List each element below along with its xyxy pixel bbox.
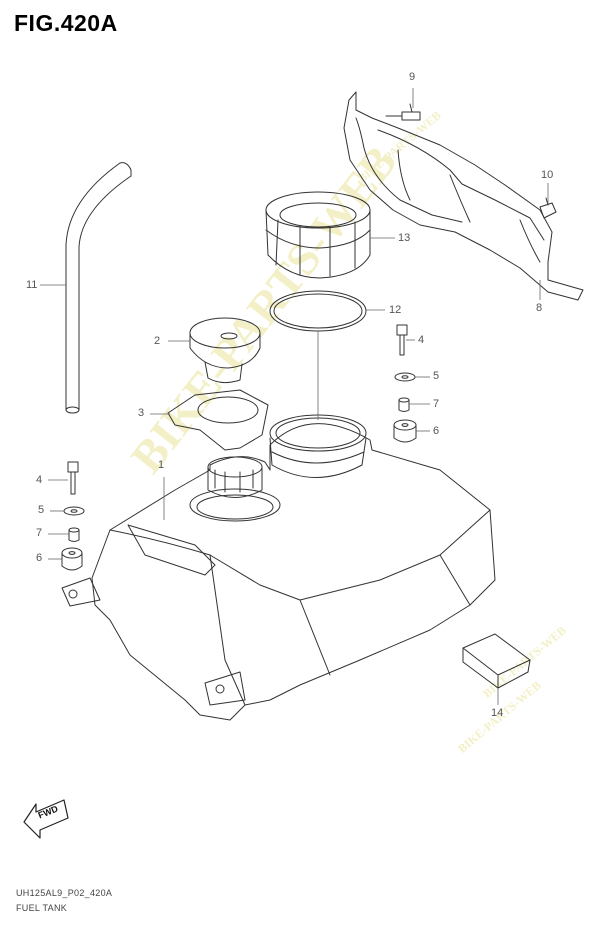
callout-6-left: 6 [36, 552, 43, 564]
callout-11: 11 [26, 279, 38, 291]
part-2-cap [189, 317, 261, 384]
part-7-collar-right [398, 397, 410, 412]
part-4-bolt-right [396, 324, 408, 356]
part-8-cover [343, 91, 584, 301]
figure-name: FUEL TANK [16, 903, 68, 913]
part-13-ring [265, 191, 371, 279]
part-7-collar-left [68, 527, 80, 542]
part-5-washer-right [394, 372, 416, 382]
figure-code: UH125AL9_P02_420A [16, 888, 113, 898]
part-9-screw [385, 103, 421, 121]
callout-4-left: 4 [36, 474, 43, 486]
callout-10: 10 [541, 169, 554, 181]
callout-3: 3 [138, 407, 145, 419]
part-6-cushion-right [393, 419, 417, 443]
fwd-arrow-icon [23, 799, 69, 839]
part-6-cushion-left [61, 547, 83, 571]
callout-14: 14 [491, 707, 504, 719]
callout-9: 9 [409, 71, 416, 83]
callout-5-right: 5 [433, 370, 440, 382]
part-3-cap-base [167, 389, 269, 451]
figure-title: FIG.420A [14, 10, 118, 36]
callout-2: 2 [154, 335, 161, 347]
part-12-oring [269, 290, 367, 332]
part-4-bolt-left [67, 461, 79, 495]
callout-13: 13 [398, 232, 411, 244]
callout-7-left: 7 [36, 527, 43, 539]
part-14-bracket [462, 633, 531, 689]
part-1-tank [61, 414, 496, 721]
callout-4-right: 4 [418, 334, 425, 346]
part-5-washer-left [63, 506, 85, 516]
callout-1: 1 [158, 459, 165, 471]
callout-8: 8 [536, 302, 543, 314]
leader-lines [40, 88, 549, 705]
part-11-hose [65, 162, 132, 414]
callout-5-left: 5 [38, 504, 45, 516]
callout-7-right: 7 [433, 398, 440, 410]
callout-12: 12 [389, 304, 402, 316]
callout-6-right: 6 [433, 425, 440, 437]
